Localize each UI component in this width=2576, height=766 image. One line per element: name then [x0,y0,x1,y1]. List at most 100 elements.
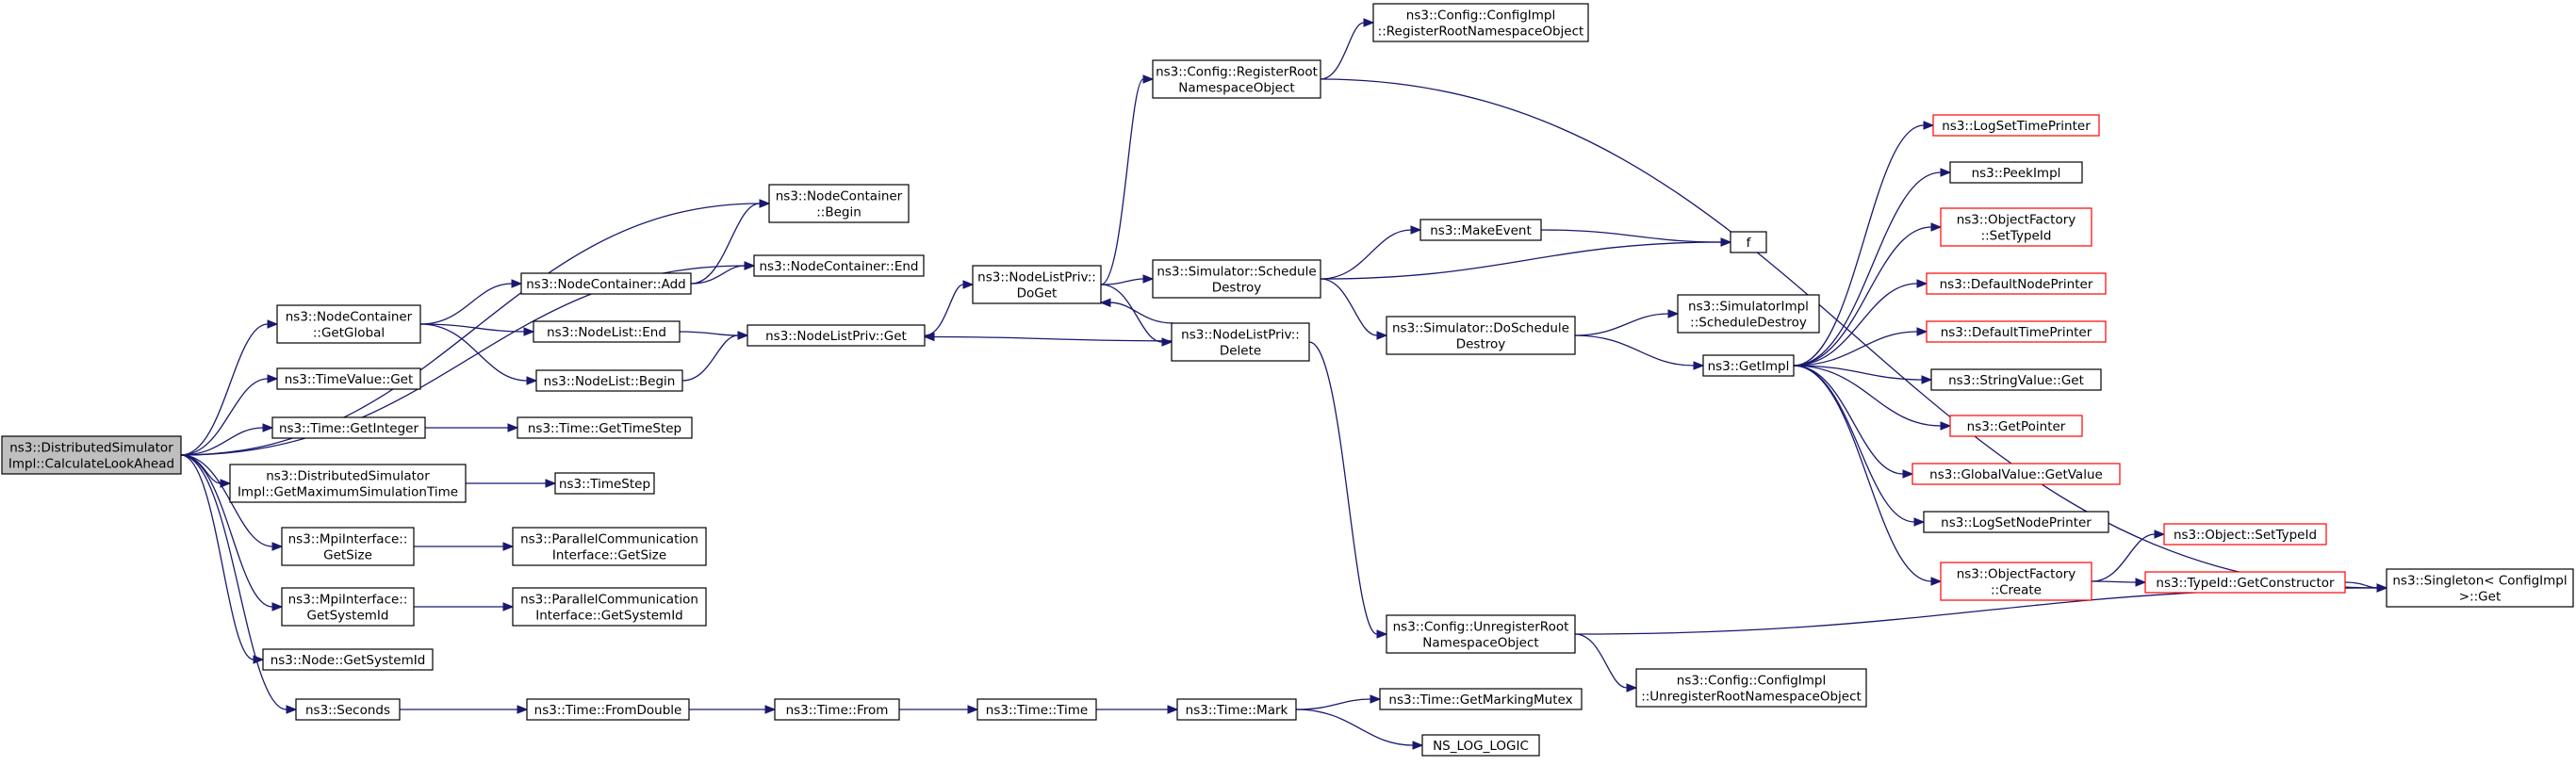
node-object-settypeid[interactable]: ns3::Object::SetTypeId [2163,523,2327,546]
node-of-create[interactable]: ns3::ObjectFactory::Create [1940,562,2092,601]
node-seconds[interactable]: ns3::Seconds [295,698,401,721]
node-cfg-registerroot[interactable]: ns3::Config::RegisterRootNamespaceObject [1152,59,1321,99]
node-dsi-getmax[interactable]: ns3::DistributedSimulatorImpl::GetMaximu… [229,464,467,503]
node-label-line: ns3::DistributedSimulator [9,441,173,456]
node-cfg-unregisterroot[interactable]: ns3::Config::UnregisterRootNamespaceObje… [1386,614,1576,654]
node-box [1372,3,1589,42]
node-box [1940,562,2092,601]
node-label-line: ns3::Singleton< ConfigImpl [2392,574,2567,589]
node-of-settypeid[interactable]: ns3::ObjectFactory::SetTypeId [1940,207,2092,247]
edge-arrowhead [764,705,777,714]
node-nlp-doget[interactable]: ns3::NodeListPriv::DoGet [972,265,1102,304]
edge-arrowhead [1902,469,1914,479]
node-label-line: ns3::Time::Mark [1186,703,1288,718]
node-stringvalue-get[interactable]: ns3::StringValue::Get [1930,368,2102,391]
edge-arrowhead [1376,331,1388,340]
edge-arrowhead [2376,583,2388,593]
node-label-line: ns3::MpiInterface:: [288,593,408,608]
node-label-line: ns3::ObjectFactory [1957,567,2076,582]
node-timevalue-get[interactable]: ns3::TimeValue::Get [276,367,421,390]
node-nc-begin[interactable]: ns3::NodeContainer::Begin [768,184,910,223]
edge-line [1793,365,1923,381]
node-mpi-getsize[interactable]: ns3::MpiInterface::GetSize [281,527,415,566]
node-time-from[interactable]: ns3::Time::From [774,698,900,721]
node-sim-scheduledestroy[interactable]: ns3::Simulator::ScheduleDestroy [1152,259,1321,299]
node-time-fromdouble[interactable]: ns3::Time::FromDouble [526,698,690,721]
edge-arrowhead [2154,530,2166,539]
node-defaulttimeprinter[interactable]: ns3::DefaultTimePrinter [1926,320,2107,343]
node-label-line: ns3::Time::From [786,703,889,718]
node-simimpl-scheduledestroy[interactable]: ns3::SimulatorImpl::ScheduleDestroy [1677,294,1820,334]
edge-line [180,323,269,456]
call-edge-time_fromdouble-to-time_from [689,705,777,714]
node-pci-getsystemid[interactable]: ns3::ParallelCommunicationInterface::Get… [512,587,707,627]
node-ns-log-logic[interactable]: NS_LOG_LOGIC [1421,734,1540,757]
edge-arrowhead [502,542,515,551]
node-box [976,698,1097,721]
call-edge-getimpl-to-globalvalue_getvalue [1793,365,1914,479]
node-label-line: GetSystemId [307,609,389,624]
edge-line [1574,334,1695,367]
call-edge-root-to-timevalue_get [180,374,279,456]
node-nlp-get[interactable]: ns3::NodeListPriv::Get [747,324,926,347]
node-nc-end[interactable]: ns3::NodeContainer::End [753,254,925,277]
edge-line [1574,313,1669,336]
node-box [1635,668,1867,708]
node-box [262,648,434,671]
node-makeevent[interactable]: ns3::MakeEvent [1419,219,1542,241]
node-time-time[interactable]: ns3::Time::Time [976,698,1097,721]
call-edge-mpi_getsystemid-to-pci_getsystemid [414,602,515,611]
node-label-line: ns3::TimeStep [559,477,650,492]
call-edge-getimpl-to-logsetnodeprinter [1793,365,1926,527]
edge-line [1793,365,1932,582]
node-singleton-get[interactable]: ns3::Singleton< ConfigImpl >::Get [2386,568,2574,608]
node-label-line: ns3::PeekImpl [1972,166,2061,181]
node-label-line: Interface::GetSystemId [535,609,683,624]
node-peekimpl[interactable]: ns3::PeekImpl [1949,161,2083,184]
node-pci-getsize[interactable]: ns3::ParallelCommunicationInterface::Get… [512,527,707,566]
edge-line [2091,533,2156,582]
edge-line [1100,78,1144,285]
node-cfgimpl-unregisterroot[interactable]: ns3::Config::ConfigImpl::UnregisterRootN… [1635,668,1867,708]
node-typeid-getconstructor[interactable]: ns3::TypeId::GetConstructor [2144,571,2346,594]
node-label-line: ns3::ParallelCommunication [520,532,698,547]
node-globalvalue-getvalue[interactable]: ns3::GlobalValue::GetValue [1911,463,2121,485]
edge-line [419,283,513,325]
node-label-line: ns3::Time::FromDouble [534,703,682,718]
node-time-mark[interactable]: ns3::Time::Mark [1176,698,1297,721]
node-cfgimpl-registerroot[interactable]: ns3::Config::ConfigImpl::RegisterRootNam… [1372,3,1589,42]
edge-line [1295,709,1414,746]
node-logsettimeprinter[interactable]: ns3::LogSetTimePrinter [1932,114,2100,137]
node-node-getsystemid[interactable]: ns3::Node::GetSystemId [262,648,434,671]
node-nl-end[interactable]: ns3::NodeList::End [533,320,681,343]
node-box [281,587,415,627]
node-label-line: ns3::Simulator::Schedule [1157,265,1316,280]
node-box [1386,316,1576,355]
node-mpi-getsystemid[interactable]: ns3::MpiInterface::GetSystemId [281,587,415,627]
node-nc-add[interactable]: ns3::NodeContainer::Add [520,272,692,295]
node-defaultnodeprinter[interactable]: ns3::DefaultNodePrinter [1926,272,2107,295]
node-logsetnodeprinter[interactable]: ns3::LogSetNodePrinter [1923,511,2109,533]
node-box [1926,272,2107,295]
call-edge-makeevent-to-f [1540,229,1732,247]
node-box [295,698,401,721]
node-label-line: ::UnregisterRootNamespaceObject [1641,690,1862,705]
node-timestep[interactable]: ns3::TimeStep [554,472,655,495]
node-label-line: ns3::Config::UnregisterRoot [1393,620,1569,635]
node-nlp-delete[interactable]: ns3::NodeListPriv::Delete [1171,322,1310,362]
node-label-line: NamespaceObject [1422,636,1538,651]
node-getimpl[interactable]: ns3::GetImpl [1702,354,1795,377]
edge-arrowhead [1142,274,1155,284]
node-time-getmarkingmutex[interactable]: ns3::Time::GetMarkingMutex [1379,688,1583,710]
node-getpointer[interactable]: ns3::GetPointer [1949,415,2083,437]
edge-arrowhead [1142,74,1155,84]
node-nl-begin[interactable]: ns3::NodeList::Begin [535,369,683,392]
node-box [1421,734,1540,757]
node-f[interactable]: f [1730,231,1767,253]
node-time-gettimestep[interactable]: ns3::Time::GetTimeStep [517,416,693,439]
node-label-line: NS_LOG_LOGIC [1433,739,1529,754]
node-time-getinteger[interactable]: ns3::Time::GetInteger [271,416,426,439]
node-nc-getglobal[interactable]: ns3::NodeContainer::GetGlobal [276,304,421,344]
node-box [774,698,900,721]
